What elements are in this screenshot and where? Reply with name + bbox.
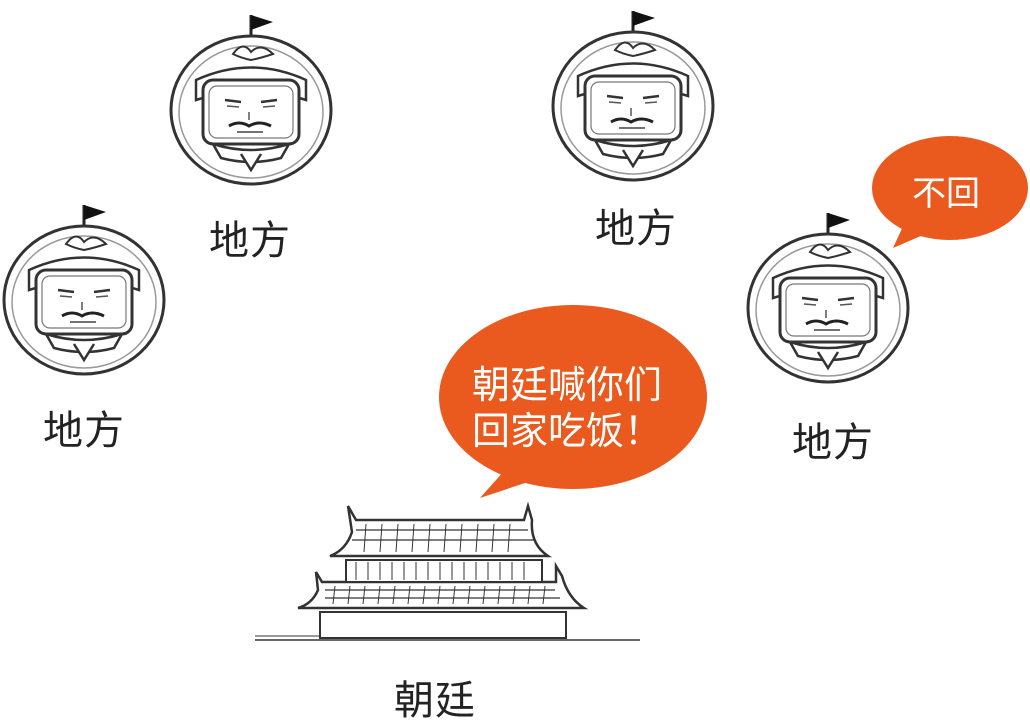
figure-top-right-label: 地方 <box>595 206 677 252</box>
figure-left <box>2 203 166 376</box>
court-label: 朝廷 <box>394 678 476 724</box>
court-call-line-2: 回家吃饭！ <box>472 409 663 453</box>
figure-top-left-label: 地方 <box>209 218 291 264</box>
figure-right-label: 地方 <box>792 420 874 466</box>
figure-right <box>746 211 910 384</box>
court-speech-bubble <box>439 305 707 498</box>
figure-top-right <box>551 9 715 182</box>
figure-left-label: 地方 <box>43 408 125 454</box>
refusal-speech-bubble <box>872 136 1028 248</box>
refusal-text: 不回 <box>912 174 980 214</box>
figure-top-left <box>169 13 333 186</box>
court-call-line-1: 朝廷喊你们 <box>472 363 663 407</box>
palace-building <box>255 501 640 641</box>
